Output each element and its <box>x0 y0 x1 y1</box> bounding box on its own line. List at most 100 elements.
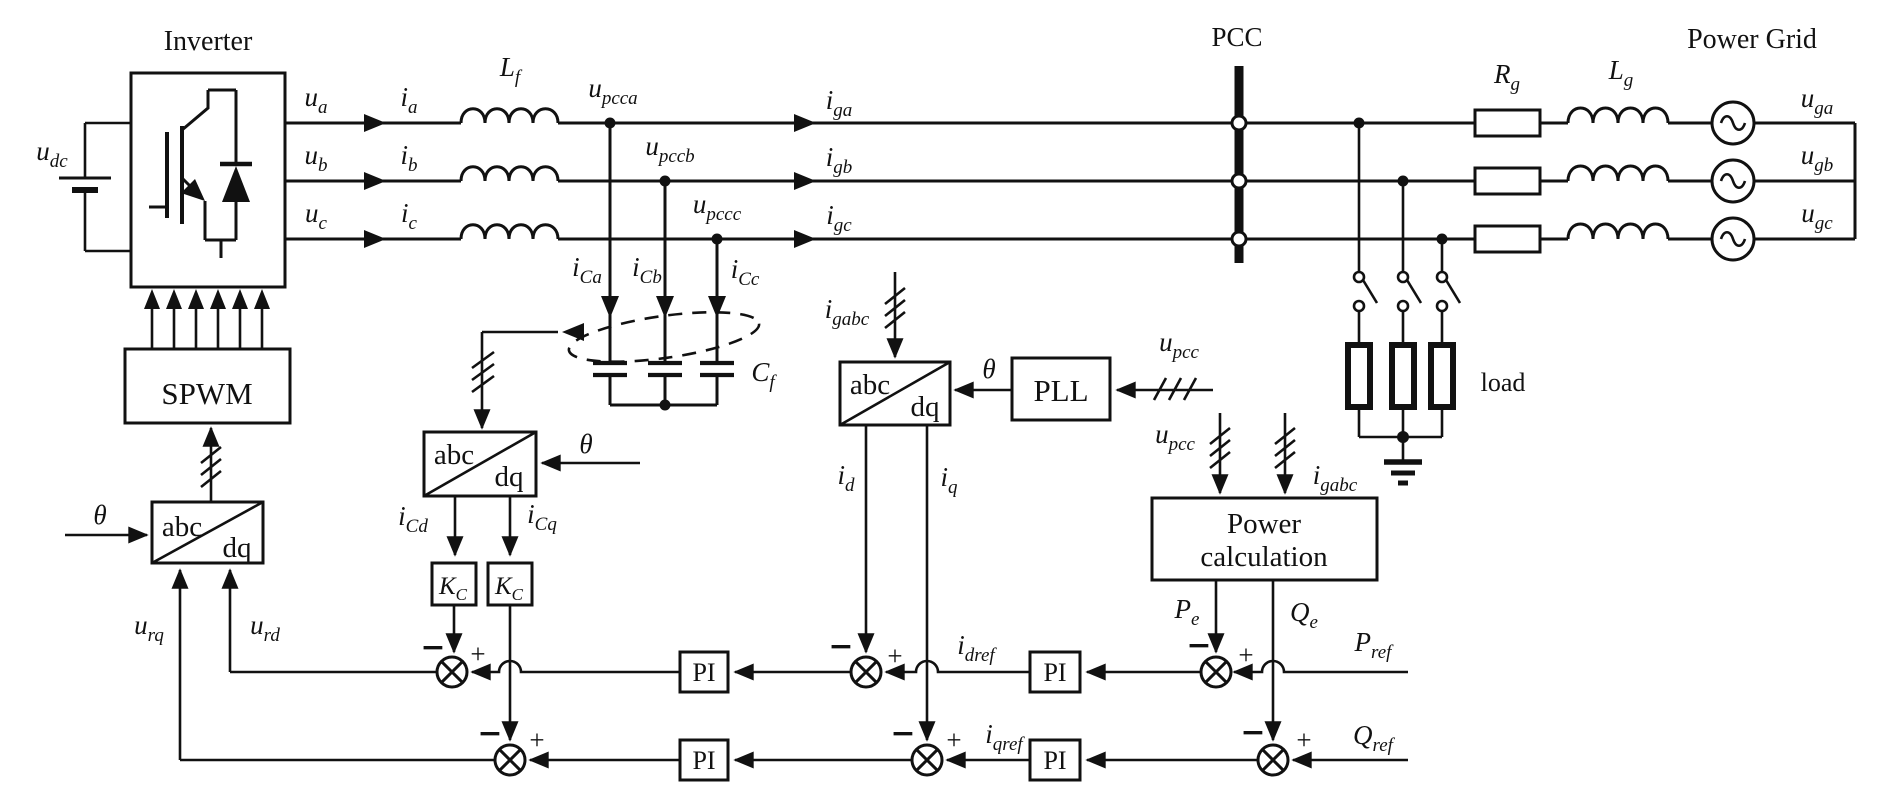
power-calc-label-line1: Power <box>1227 508 1301 540</box>
label-u-rq: urq <box>134 610 164 646</box>
label-u-gc: ugc <box>1801 198 1833 234</box>
pll-box <box>1010 356 1112 422</box>
resistor-rg-a-icon <box>1473 108 1542 138</box>
ground-icon <box>1384 459 1422 486</box>
pi-label-d-inner: PI <box>692 658 715 687</box>
pi-box-q-outer <box>1028 738 1082 782</box>
inverter-title: Inverter <box>164 26 253 57</box>
summing-junctions <box>435 655 1290 777</box>
three-phase-slash-icon <box>200 445 222 489</box>
arrow-ib-icon <box>364 172 386 190</box>
sensor-arrow-icon <box>562 323 584 341</box>
label-u-pccb: upccb <box>645 131 694 167</box>
label-u-rd: urd <box>250 610 280 646</box>
label-l-g: Lg <box>1608 55 1634 91</box>
label-u-pcca: upcca <box>588 73 637 109</box>
label-c-f: Cf <box>751 357 777 393</box>
arrow-ia-icon <box>364 114 386 132</box>
label-u-pccc: upccc <box>693 189 742 225</box>
label-theta-capacitor: θ <box>579 429 592 459</box>
abc-label-2: abc <box>434 439 474 471</box>
pi-label-q-inner: PI <box>692 746 715 775</box>
summing-junction-iq <box>910 743 944 777</box>
label-l-f: Lf <box>499 52 523 88</box>
pcc-bus <box>1230 66 1248 263</box>
sign-minus-id: − <box>828 629 853 664</box>
label-i-gb: igb <box>826 142 853 178</box>
abc-label-1: abc <box>162 511 202 543</box>
grid-current-dq-transform <box>838 272 1213 742</box>
label-i-dref: idref <box>957 630 997 666</box>
inductor-lf-b-icon <box>459 165 560 182</box>
sign-minus-pe: − <box>1186 628 1211 663</box>
label-i-gabc-pll: igabc <box>825 294 870 330</box>
dq-label-3: dq <box>911 391 940 423</box>
label-u-b: ub <box>305 140 328 176</box>
pi-label-p-outer: PI <box>1043 658 1066 687</box>
pi-box-p-outer <box>1028 650 1082 694</box>
sign-plus-pref: + <box>1238 640 1253 670</box>
sign-minus-qe: − <box>1240 715 1265 750</box>
arrow-igc-icon <box>794 230 816 248</box>
pi-box-q-inner <box>678 738 730 782</box>
power-calculation-box <box>1150 496 1379 582</box>
arrow-ic-icon <box>364 230 386 248</box>
label-u-pcc-power: upcc <box>1155 419 1195 455</box>
arrow-iga-icon <box>794 114 816 132</box>
label-u-dc: udc <box>36 136 68 172</box>
dq-label-2: dq <box>495 461 524 493</box>
label-i-gabc-power: igabc <box>1313 460 1358 496</box>
grid-impedance <box>1473 100 1756 262</box>
three-phase-slash-icon <box>1209 426 1296 470</box>
three-phase-slash-icon <box>1152 377 1198 401</box>
abc-label-3: abc <box>850 369 890 401</box>
label-i-cq: iCq <box>527 499 557 535</box>
kc-gain-box-d <box>430 561 478 607</box>
inductor-lg-b-icon <box>1566 164 1670 182</box>
load-resistor-icons <box>1345 342 1456 410</box>
label-i-ca: iCa <box>572 252 602 288</box>
dc-link-wires <box>59 121 131 253</box>
igbt-icon <box>149 88 252 258</box>
label-i-cc: iCc <box>731 254 760 290</box>
inductor-lf-a-icon <box>459 107 560 124</box>
sign-plus-urd: + <box>470 639 485 669</box>
resistor-rg-b-icon <box>1473 166 1542 196</box>
kc-label-q: KC <box>494 573 524 604</box>
load-switch-icons <box>1352 270 1462 313</box>
label-r-g: Rg <box>1493 59 1520 95</box>
label-q-e: Qe <box>1290 597 1318 633</box>
battery-icon <box>59 176 111 193</box>
power-calculation-block <box>1150 413 1379 742</box>
resistor-rg-c-icon <box>1473 224 1542 254</box>
filter-capacitor-branch <box>471 117 761 429</box>
inductor-lg-a-icon <box>1566 106 1670 124</box>
label-i-qref: iqref <box>985 719 1025 755</box>
label-theta-pll: θ <box>982 354 995 384</box>
label-u-c: uc <box>305 198 328 234</box>
capacitor-bank-icon <box>593 360 734 411</box>
arrow-igb-icon <box>794 172 816 190</box>
label-i-cd: iCd <box>398 501 428 537</box>
spwm-label: SPWM <box>161 376 252 411</box>
pll-label: PLL <box>1033 373 1088 408</box>
summing-junction-id <box>849 655 883 689</box>
sign-minus-iq: − <box>890 716 915 751</box>
label-p-e: Pe <box>1174 594 1200 630</box>
label-i-gc: igc <box>826 200 852 236</box>
inductor-lg-c-icon <box>1566 222 1670 240</box>
power-grid-title: Power Grid <box>1687 24 1817 55</box>
three-phase-slash-icon <box>471 350 495 394</box>
summing-junction-qe <box>1256 743 1290 777</box>
label-theta-modulation: θ <box>93 500 106 530</box>
label-q-ref: Qref <box>1353 720 1396 756</box>
three-phase-slash-icon <box>884 286 906 330</box>
sign-plus-urq: + <box>529 725 544 755</box>
sign-minus-urq: − <box>477 716 502 751</box>
label-u-pcc-pll: upcc <box>1159 327 1199 363</box>
pi-label-q-outer: PI <box>1043 746 1066 775</box>
ac-source-icons <box>1710 100 1756 262</box>
inductor-lf-c-icon <box>459 223 560 240</box>
